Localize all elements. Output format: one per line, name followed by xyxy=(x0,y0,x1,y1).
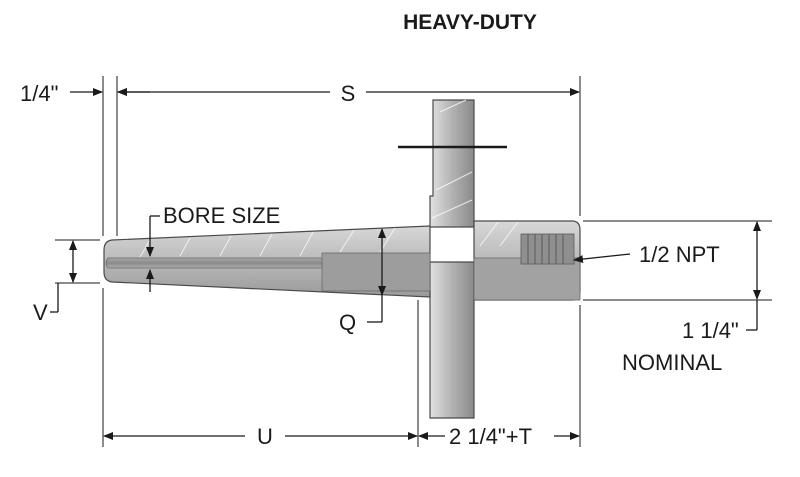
dim-flange-t: 2 1/4"+T xyxy=(418,424,580,449)
dim-q: Q xyxy=(339,228,386,335)
dim-bore-size: BORE SIZE xyxy=(146,203,280,292)
dim-tip-label: 1/4" xyxy=(20,81,58,106)
dim-nominal-size: 1 1/4" xyxy=(682,318,739,343)
process-head xyxy=(473,220,581,301)
dim-bore-label: BORE SIZE xyxy=(163,203,280,228)
thermowell-body xyxy=(103,99,581,419)
dim-tip-length: 1/4" xyxy=(20,81,150,106)
flange xyxy=(398,99,507,419)
dim-v: V xyxy=(33,239,100,325)
dim-q-label: Q xyxy=(339,310,356,335)
dim-s-label: S xyxy=(341,81,356,106)
dim-flange-t-label: 2 1/4"+T xyxy=(449,424,532,449)
dim-v-label: V xyxy=(33,300,48,325)
dim-nominal: 1 1/4" NOMINAL xyxy=(583,220,772,375)
dim-s: S xyxy=(117,81,580,106)
tapered-stem xyxy=(103,225,431,298)
dim-nominal-word: NOMINAL xyxy=(622,350,722,375)
dim-npt: 1/2 NPT xyxy=(573,242,720,267)
drawing-title: HEAVY-DUTY xyxy=(403,11,537,34)
dim-u-label: U xyxy=(257,424,273,449)
npt-thread xyxy=(520,233,575,265)
dim-u: U xyxy=(103,424,418,449)
dim-npt-label: 1/2 NPT xyxy=(639,242,720,267)
